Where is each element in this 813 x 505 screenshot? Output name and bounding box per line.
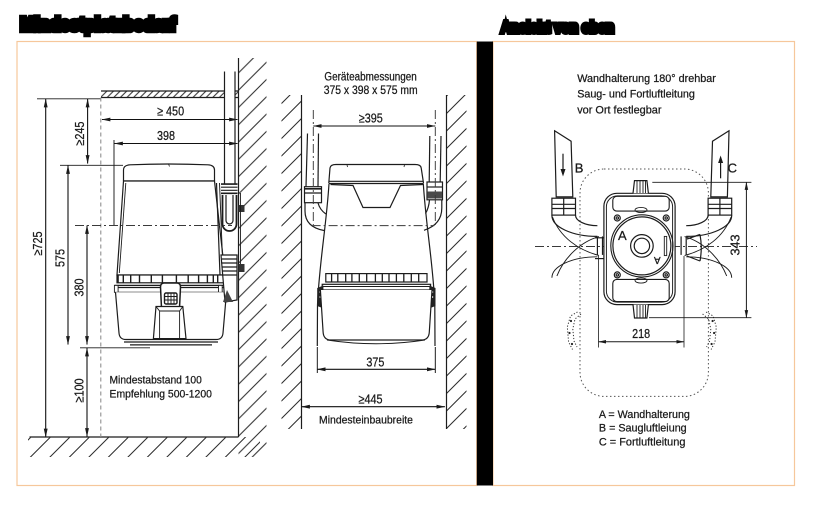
- svg-text:A: A: [654, 254, 661, 265]
- svg-text:Ansicht von oben: Ansicht von oben: [501, 20, 614, 37]
- svg-text:B: B: [575, 160, 584, 175]
- svg-text:C: C: [728, 160, 737, 175]
- svg-text:B = Saugluftleiung: B = Saugluftleiung: [599, 423, 687, 435]
- svg-text:vor Ort festlegbar: vor Ort festlegbar: [577, 104, 662, 116]
- svg-text:≥445: ≥445: [359, 391, 383, 406]
- svg-text:≥725: ≥725: [30, 232, 45, 256]
- svg-text:375: 375: [366, 355, 384, 370]
- svg-text:375 x 398 x 575 mm: 375 x 398 x 575 mm: [324, 85, 418, 97]
- svg-text:A = Wandhalterung: A = Wandhalterung: [599, 409, 690, 421]
- svg-text:Geräteabmessungen: Geräteabmessungen: [324, 72, 416, 84]
- svg-text:Saug- und Fortluftleitung: Saug- und Fortluftleitung: [577, 89, 695, 101]
- svg-text:A: A: [618, 228, 627, 243]
- svg-text:Wandhalterung 180° drehbar: Wandhalterung 180° drehbar: [577, 73, 716, 85]
- svg-text:≥245: ≥245: [72, 122, 87, 146]
- svg-text:Empfehlung 500-1200: Empfehlung 500-1200: [110, 389, 212, 401]
- svg-text:343: 343: [728, 235, 743, 256]
- svg-text:Mindesteinbaubreite: Mindesteinbaubreite: [319, 415, 413, 427]
- svg-text:≥395: ≥395: [359, 111, 383, 126]
- svg-text:≥ 450: ≥ 450: [157, 104, 184, 119]
- svg-text:Mindestplatzbedarf: Mindestplatzbedarf: [21, 15, 177, 35]
- svg-text:≥100: ≥100: [72, 379, 87, 403]
- svg-text:218: 218: [632, 326, 650, 341]
- svg-text:380: 380: [72, 279, 87, 297]
- svg-text:C = Fortluftleitung: C = Fortluftleitung: [599, 437, 686, 449]
- svg-text:Mindestabstand 100: Mindestabstand 100: [110, 375, 202, 387]
- svg-text:398: 398: [157, 128, 175, 143]
- svg-text:575: 575: [53, 249, 68, 267]
